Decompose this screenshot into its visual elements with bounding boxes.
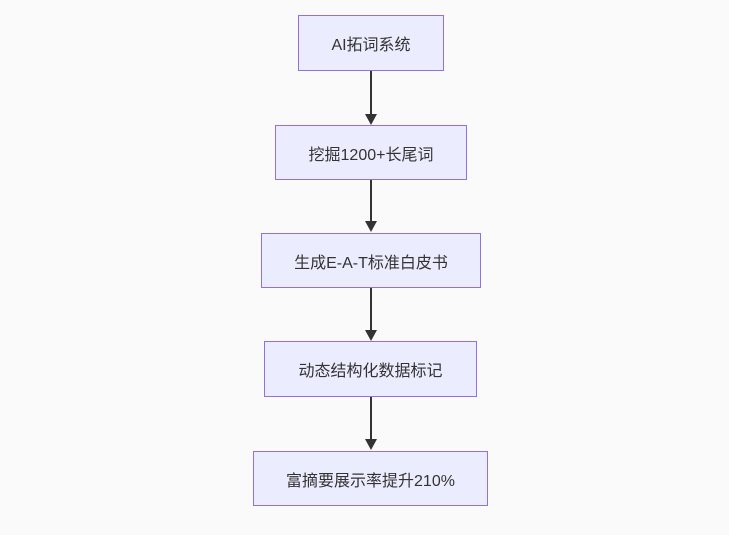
node-label: AI拓词系统 (331, 37, 411, 54)
node-rich-snippet-rate-increase: 富摘要展示率提升210% (253, 451, 488, 506)
node-label: 挖掘1200+长尾词 (308, 146, 434, 164)
node-label: 富摘要展示率提升210% (286, 472, 455, 490)
node-ai-word-expansion-system: AI拓词系统 (298, 15, 444, 71)
edge-n1-n2 (365, 71, 377, 125)
node-longtail-keyword-mining: 挖掘1200+长尾词 (275, 125, 467, 180)
edge-n2-n3 (365, 180, 377, 232)
arrowhead-down-icon (365, 330, 377, 341)
edge-line (370, 180, 372, 221)
node-eat-standard-whitepaper: 生成E-A-T标准白皮书 (261, 233, 481, 288)
edge-n3-n4 (365, 288, 377, 341)
node-label: 生成E-A-T标准白皮书 (294, 254, 448, 272)
edge-line (370, 288, 372, 330)
arrowhead-down-icon (365, 439, 377, 450)
arrowhead-down-icon (365, 221, 377, 232)
edge-line (370, 71, 372, 114)
edge-n4-n5 (365, 397, 377, 450)
edge-line (370, 397, 372, 439)
node-dynamic-structured-data-markup: 动态结构化数据标记 (264, 341, 477, 397)
arrowhead-down-icon (365, 114, 377, 125)
node-label: 动态结构化数据标记 (298, 363, 443, 380)
